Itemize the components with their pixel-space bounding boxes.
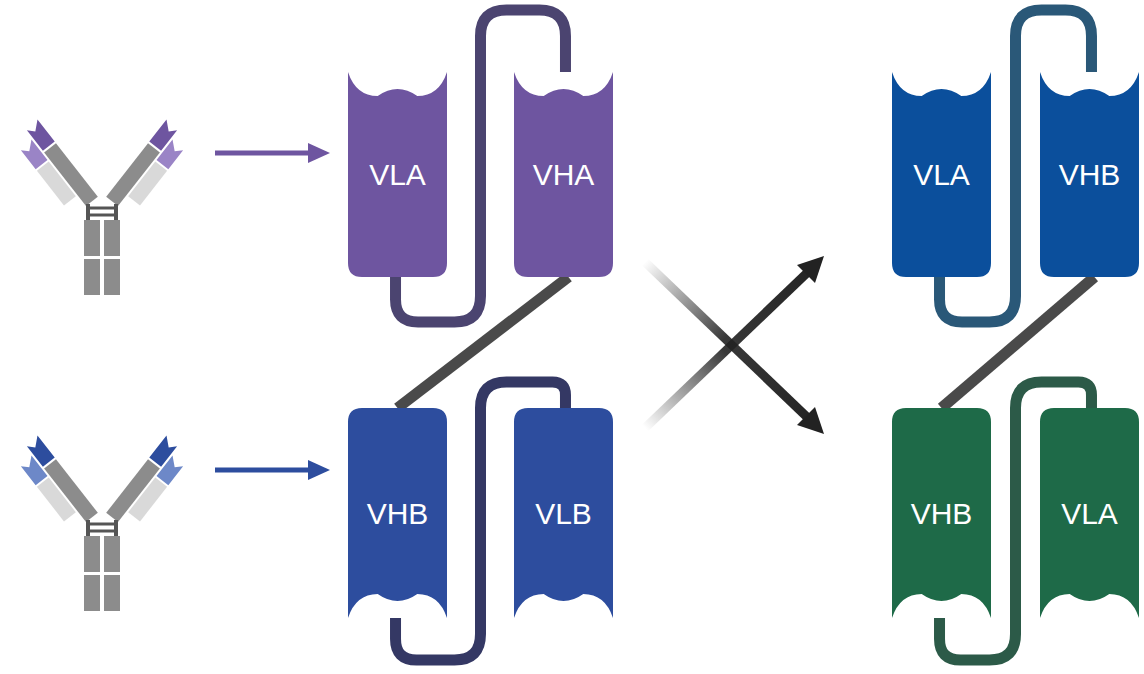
domain-box: VHA xyxy=(514,72,613,277)
domain-label: VLB xyxy=(535,497,592,530)
domain-box: VLA xyxy=(1040,408,1139,618)
domain-box: VHB xyxy=(1040,72,1139,277)
domain-label: VLA xyxy=(1061,497,1118,530)
domain-box: VHB xyxy=(348,408,447,618)
domain-label: VLA xyxy=(369,158,426,191)
domain-box: VHB xyxy=(892,408,991,618)
domain-label: VHB xyxy=(1059,158,1121,191)
domain-label: VHB xyxy=(911,497,973,530)
domain-box: VLB xyxy=(514,408,613,618)
pointer-arrow xyxy=(215,143,330,163)
domain-label: VHA xyxy=(533,158,595,191)
domain-box: VLA xyxy=(348,72,447,277)
domain-box: VLA xyxy=(892,72,991,277)
antibody-icon xyxy=(12,120,191,295)
domain-label: VHB xyxy=(367,497,429,530)
domain-label: VLA xyxy=(913,158,970,191)
antibody-icon xyxy=(12,436,191,611)
pointer-arrow xyxy=(215,460,330,480)
cross-arrows xyxy=(645,256,824,434)
